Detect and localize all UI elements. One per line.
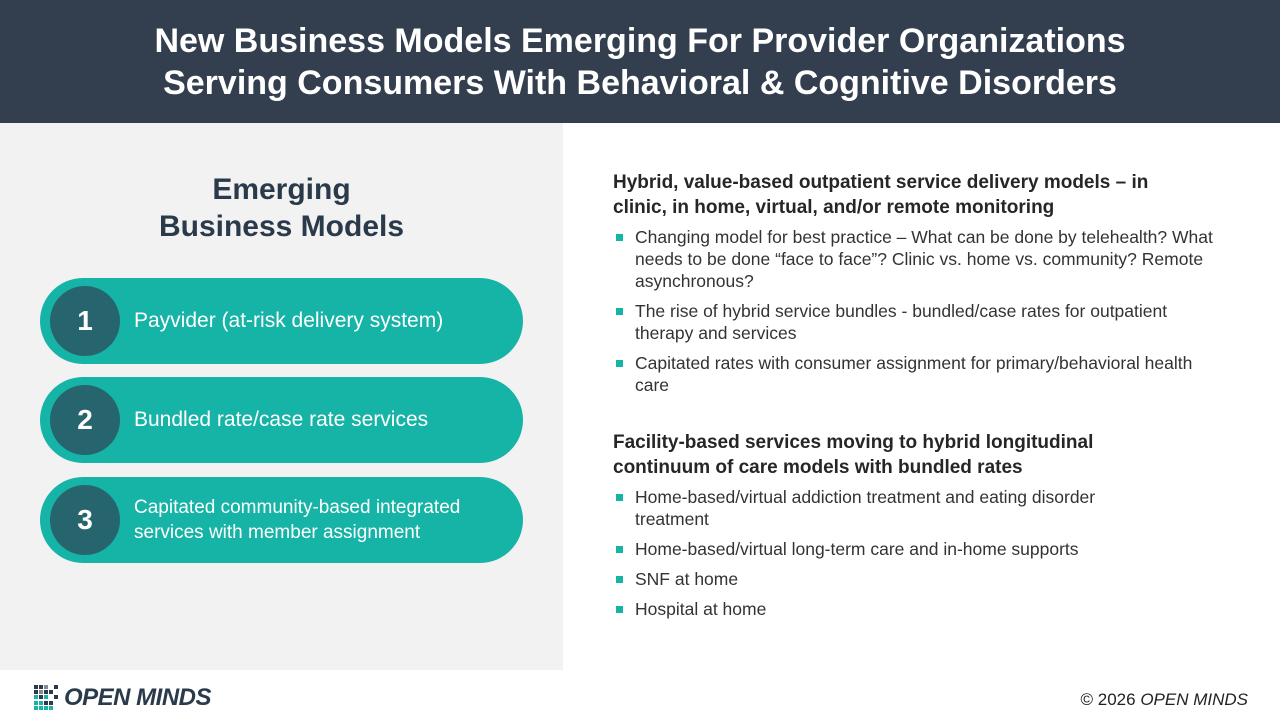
copyright: © 2026 OPEN MINDS [1081,690,1249,710]
model-item-2: 2 Bundled rate/case rate services [40,377,523,463]
model-item-3: 3 Capitated community-based integrated s… [40,477,523,563]
bullet-item: SNF at home [613,568,1223,590]
bullet-item: Home-based/virtual addiction treatment a… [613,486,1153,530]
model-item-1: 1 Payvider (at-risk delivery system) [40,278,523,364]
section-2: Facility-based services moving to hybrid… [613,430,1223,620]
logo-text: OPEN MINDS [64,684,212,711]
slide-title: New Business Models Emerging For Provide… [0,0,1280,123]
model-label: Bundled rate/case rate services [134,408,429,431]
number-badge: 1 [50,286,120,356]
section-heading: Facility-based services moving to hybrid… [613,432,1094,478]
open-minds-logo: OPEN MINDS [34,684,212,712]
number-badge: 2 [50,385,120,455]
model-label: Capitated community-based integrated ser… [134,497,461,543]
title-line-2: Serving Consumers With Behavioral & Cogn… [163,64,1117,102]
left-panel-title: Emerging Business Models [0,171,563,245]
title-line-1: New Business Models Emerging For Provide… [154,22,1126,60]
bullet-item: Home-based/virtual long-term care and in… [613,538,1223,560]
section-heading: Hybrid, value-based outpatient service d… [613,172,1149,218]
bullet-item: Changing model for best practice – What … [613,226,1223,292]
bullet-item: Hospital at home [613,598,1223,620]
title-line: Business Models [158,210,405,243]
model-label: Payvider (at-risk delivery system) [134,309,444,332]
copyright-owner: OPEN MINDS [1140,690,1248,709]
title-line: Emerging [212,173,351,206]
copyright-year: © 2026 [1080,690,1136,709]
number-badge: 3 [50,485,120,555]
bullet-item: Capitated rates with consumer assignment… [613,352,1223,396]
section-1: Hybrid, value-based outpatient service d… [613,170,1223,396]
right-content: Hybrid, value-based outpatient service d… [613,170,1223,628]
bullet-item: The rise of hybrid service bundles - bun… [613,300,1223,344]
logo-mark-icon [34,685,60,711]
